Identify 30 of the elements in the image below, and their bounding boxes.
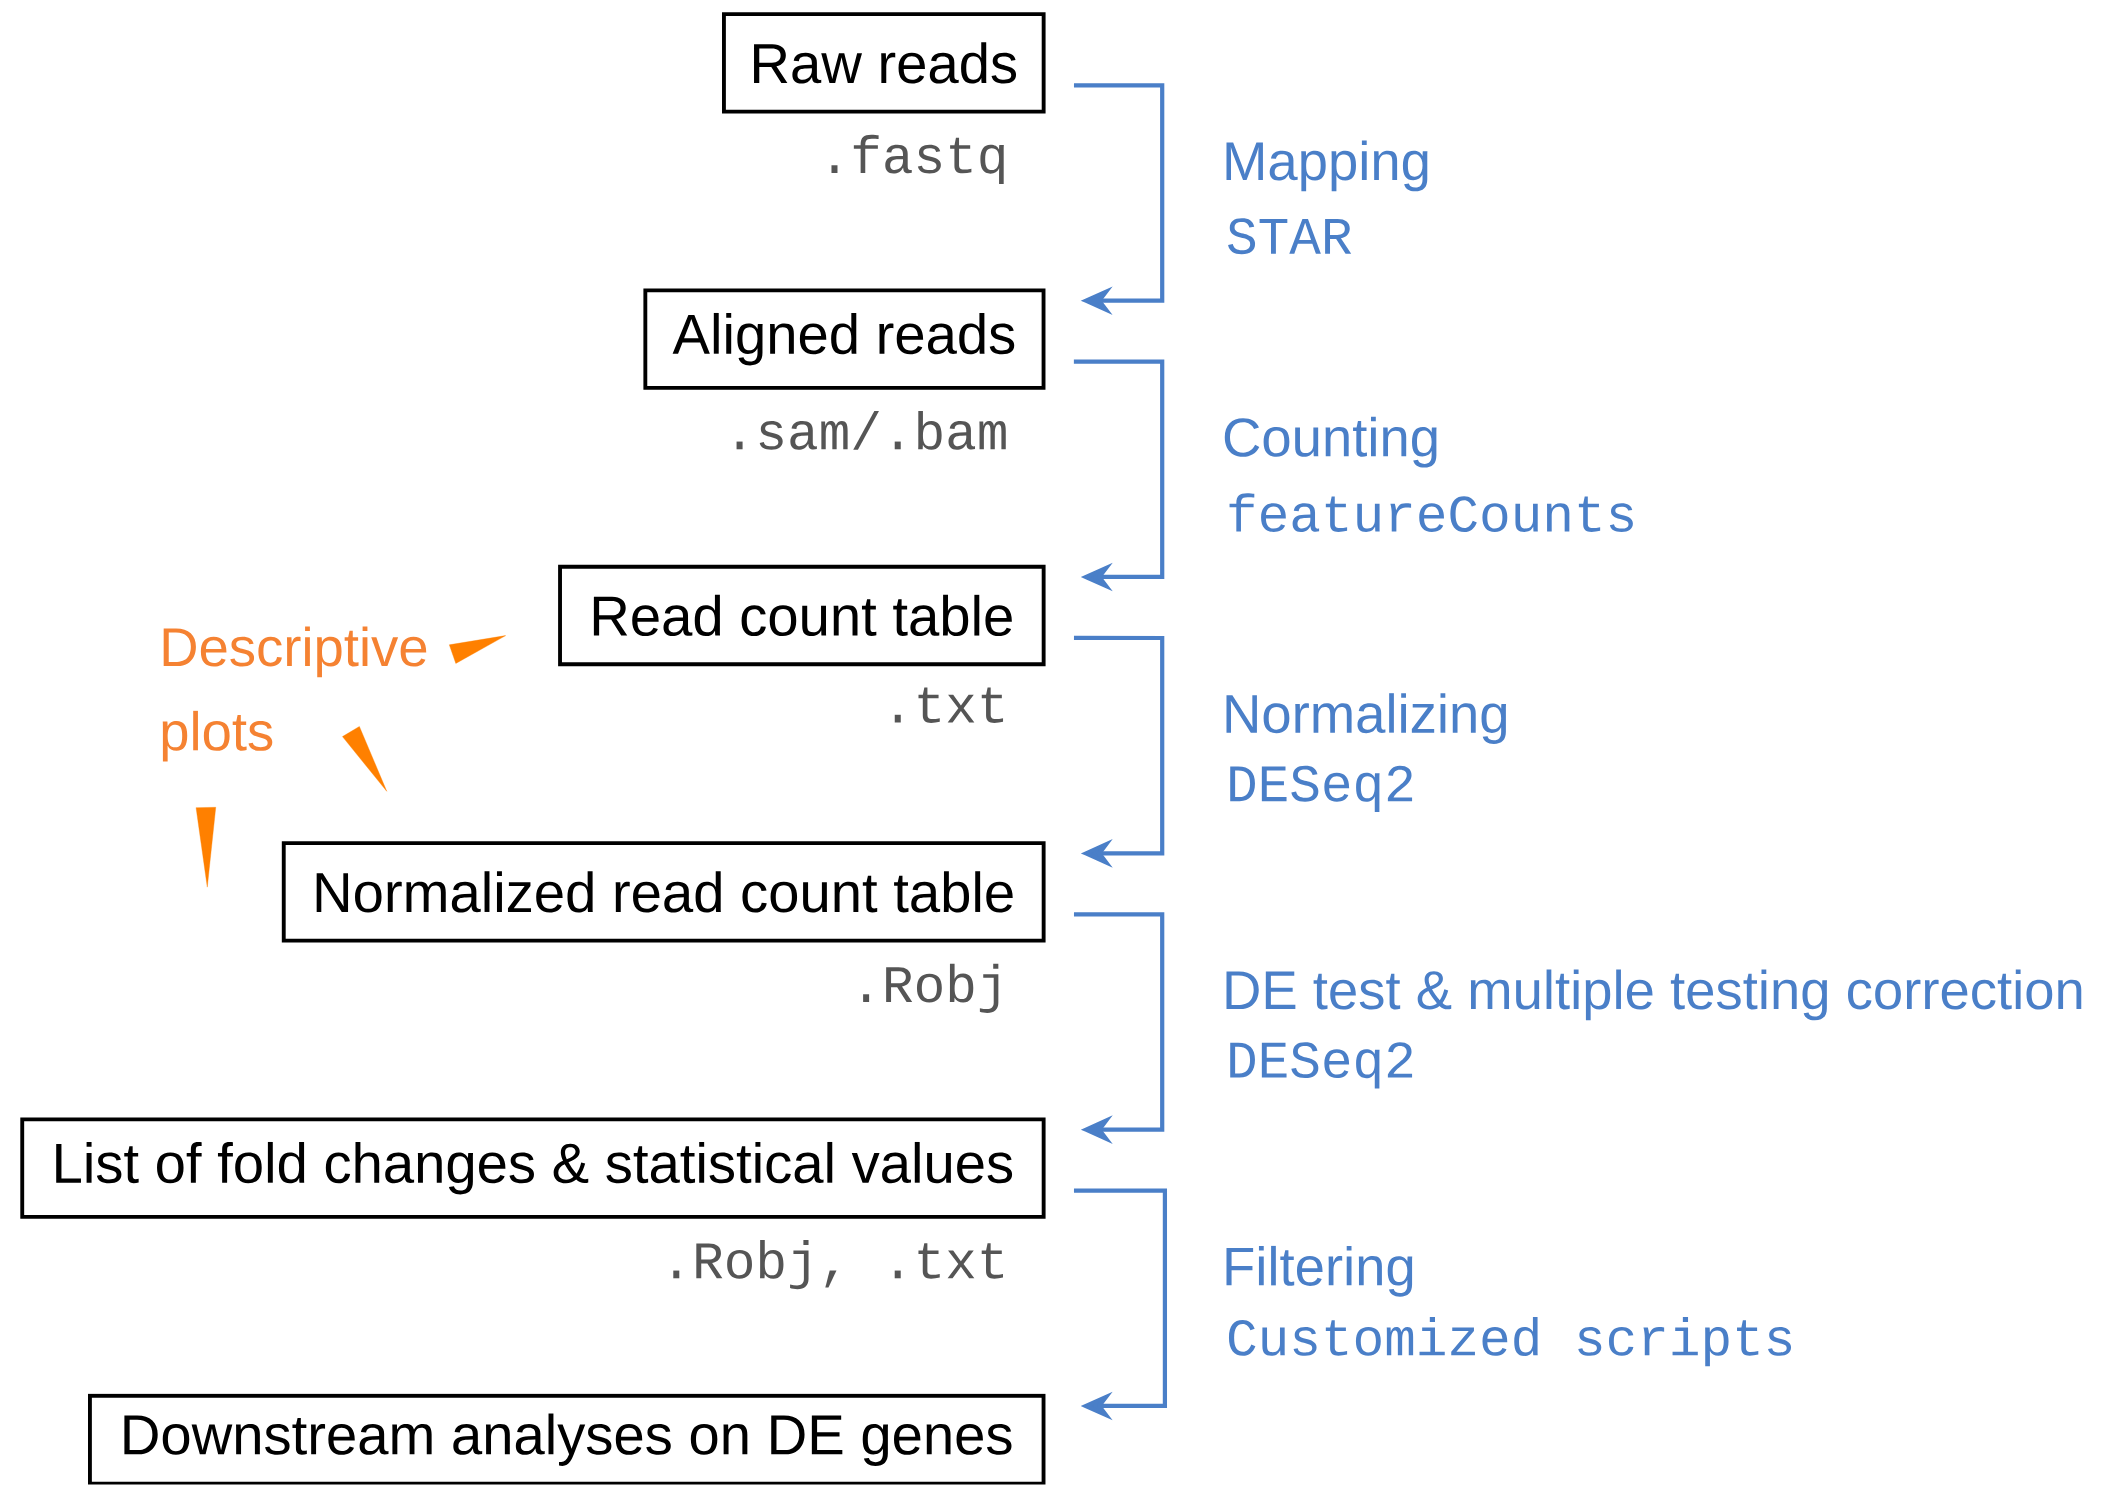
file-format: .txt — [894, 687, 1004, 724]
tool-name: featureCounts — [1229, 493, 1633, 533]
process-box: Aligned reads — [643, 288, 1046, 391]
bracket-arrow — [1073, 635, 1165, 868]
step-label: Counting — [1224, 417, 1437, 468]
process-box: List of fold changes & statistical values — [20, 1117, 1046, 1220]
tool-name: Customized scripts — [1228, 1317, 1792, 1367]
bracket-arrow — [1073, 1188, 1167, 1421]
wedge-arrow — [195, 807, 216, 888]
bracket-arrow — [1073, 83, 1165, 316]
bracket-arrow — [1073, 359, 1165, 592]
step-label: Filtering — [1226, 1246, 1413, 1297]
process-box: Raw reads — [722, 12, 1046, 114]
process-box: Normalized read count table — [281, 841, 1046, 943]
annotation-text: Descriptive plots — [162, 626, 427, 762]
file-format: .sam/.bam — [736, 411, 1006, 450]
step-label: Normalizing — [1226, 693, 1507, 745]
step-label: Mapping — [1226, 140, 1428, 192]
tool-name: DESeq2 — [1230, 1042, 1413, 1089]
file-format: .Robj, .txt — [673, 1240, 1003, 1290]
wedge-arrow — [449, 635, 506, 664]
tool-name: DESeq2 — [1230, 766, 1413, 813]
tool-name: STAR — [1228, 218, 1352, 255]
file-format: .fastq — [831, 135, 1004, 185]
step-label: DE test & multiple testing correction — [1226, 969, 2082, 1021]
process-box: Read count table — [558, 564, 1046, 667]
file-format: .Robj — [863, 964, 999, 1014]
process-box: Downstream analyses on DE genes — [88, 1394, 1046, 1485]
wedge-arrow — [342, 726, 387, 792]
bracket-arrow — [1073, 912, 1165, 1145]
